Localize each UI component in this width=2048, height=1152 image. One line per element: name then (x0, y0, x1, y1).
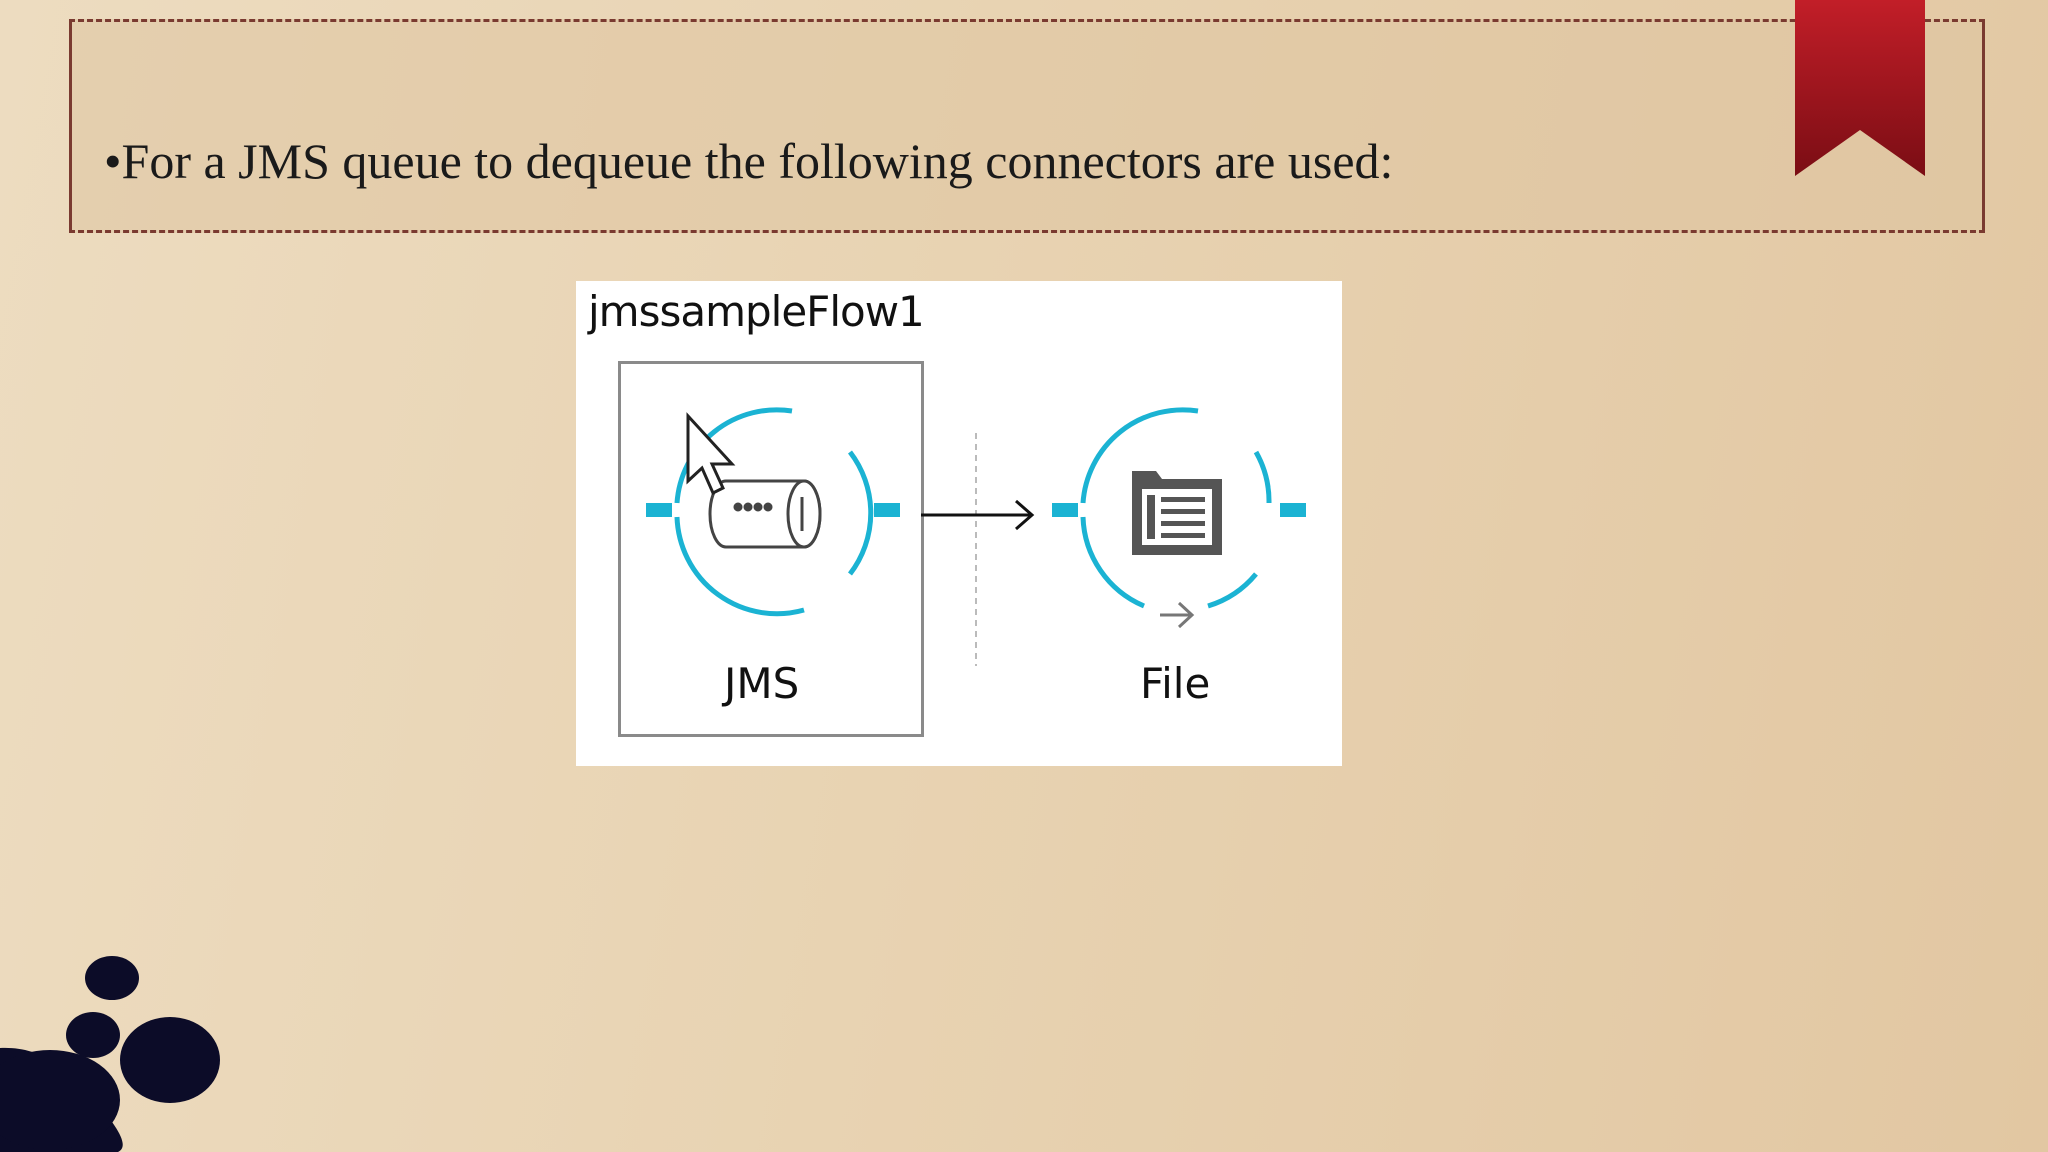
flow-title: jmssampleFlow1 (588, 287, 925, 336)
flow-canvas[interactable]: jmssampleFlow1 (576, 281, 1342, 766)
jms-connector[interactable] (646, 407, 900, 617)
bookmark-ribbon-icon (1795, 0, 1925, 176)
file-connector[interactable] (1052, 407, 1306, 629)
jms-node-label: JMS (724, 659, 800, 708)
flow-arrow (921, 499, 1035, 531)
title-frame (69, 19, 1985, 233)
mouse-cursor-icon (686, 412, 736, 496)
jms-queue-icon (708, 479, 822, 549)
file-icon (1132, 471, 1222, 555)
flow-graphics (646, 407, 1306, 666)
jms-node-selection[interactable] (618, 361, 924, 737)
file-node-label: File (1140, 659, 1211, 708)
ink-splatter-decoration (0, 956, 220, 1152)
bullet-text: •For a JMS queue to dequeue the followin… (104, 133, 1394, 189)
